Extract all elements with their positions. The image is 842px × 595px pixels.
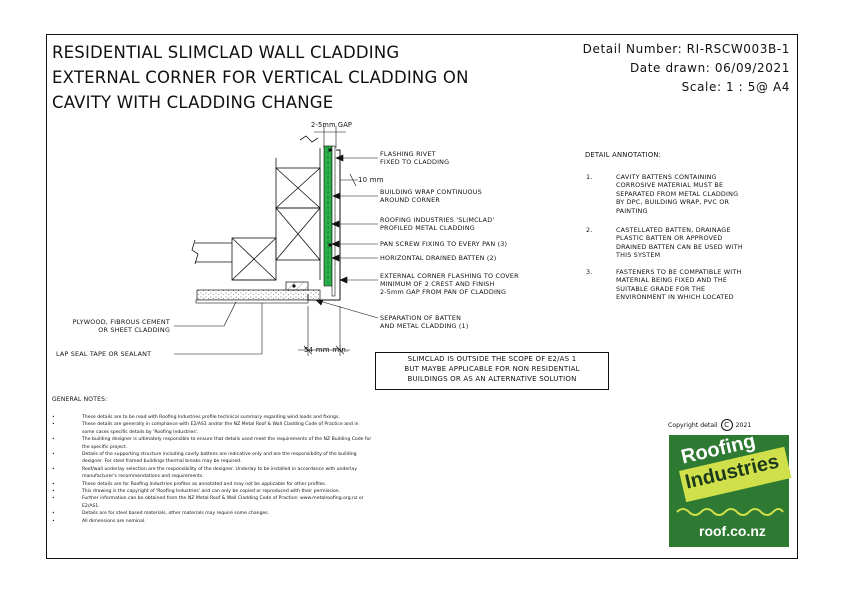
detail-number: Detail Number: RI-RSCW003B-1	[582, 42, 790, 56]
annotation-number: 1.	[586, 173, 593, 181]
scale: Scale: 1 : 5@ A4	[681, 80, 790, 94]
general-note: •These details are for Roofing Industrie…	[52, 481, 327, 487]
logo-url: roof.co.nz	[699, 523, 766, 539]
title-line-2: EXTERNAL CORNER FOR VERTICAL CLADDING ON	[52, 68, 469, 87]
separation-line-2: AND METAL CLADDING (1)	[380, 322, 469, 331]
general-note-text: All dimensions are nominal.	[82, 518, 146, 524]
framing-studs	[231, 167, 321, 281]
external-corner-line-1: EXTERNAL CORNER FLASHING TO COVER	[380, 272, 519, 280]
pan-screws	[292, 148, 332, 288]
pan-screw-label: PAN SCREW FIXING TO EVERY PAN (3)	[380, 240, 508, 248]
annotation-text: CAVITY BATTENS CONTAINING CORROSIVE MATE…	[616, 173, 739, 215]
external-corner-line-3: 2-5mm GAP FROM PAN OF CLADDING	[380, 288, 507, 297]
drained-batten-label: HORIZONTAL DRAINED BATTEN (2)	[380, 254, 497, 262]
general-note-text: The building designer is ultimately resp…	[82, 437, 372, 450]
external-corner-line-2: MINIMUM OF 2 CREST AND FINISH	[380, 280, 495, 289]
general-note: •Roof/wall underlay selection are the re…	[52, 466, 357, 480]
title-block-meta: Detail Number: RI-RSCW003B-1 Date drawn:…	[583, 40, 790, 97]
plywood-label: PLYWOOD, FIBROUS CEMENT OR SHEET CLADDIN…	[73, 318, 170, 334]
copyright-prefix: Copyright detail	[668, 421, 718, 429]
general-note: •The building designer is ultimately res…	[52, 437, 372, 450]
external-corner-label: EXTERNAL CORNER FLASHING TO COVER MINIMU…	[380, 272, 519, 297]
general-note: •These details are to be read with Roofi…	[52, 415, 340, 420]
annotation-text: CASTELLATED BATTEN, DRAINAGE PLASTIC BAT…	[616, 226, 743, 260]
general-note: •Further information can be obtained fro…	[52, 496, 364, 509]
scope-line-2: BUT MAYBE APPLICABLE FOR NON RESIDENTIAL	[404, 365, 580, 373]
general-note-text: These details are generally in complianc…	[82, 422, 359, 435]
separation-label: SEPARATION OF BATTEN AND METAL CLADDING …	[380, 314, 469, 330]
general-notes-list: •These details are to be read with Roofi…	[52, 414, 612, 525]
date-drawn: Date drawn: 06/09/2021	[629, 61, 790, 75]
general-note: •All dimensions are nominal.	[52, 518, 146, 524]
slimclad-line-2: PROFILED METAL CLADDING	[380, 224, 475, 233]
scope-line-1: SLIMCLAD IS OUTSIDE THE SCOPE OF E2/AS 1	[407, 355, 577, 363]
general-note: •Details are for steel based materials, …	[52, 511, 270, 517]
ten-mm-dimension	[340, 173, 358, 187]
sheet-cladding-base	[195, 281, 321, 304]
plywood-line-1: PLYWOOD, FIBROUS CEMENT	[72, 318, 170, 326]
title-line-1: RESIDENTIAL SLIMCLAD WALL CLADDING	[52, 43, 400, 62]
annotation-number: 3.	[586, 268, 593, 276]
slimclad-cladding	[323, 145, 336, 297]
scope-line-3: BUILDINGS OR AS AN ALTERNATIVE SOLUTION	[407, 375, 577, 383]
slimclad-line-1: ROOFING INDUSTRIES 'SLIMCLAD'	[380, 216, 495, 224]
flashing-rivet-line-2: FIXED TO CLADDING	[380, 158, 450, 167]
flashing-rivet-line-1: FLASHING RIVET	[380, 150, 436, 158]
general-note: •Details of the supporting structure inc…	[52, 452, 357, 465]
gap-dimension	[314, 126, 346, 148]
copyright-icon: C	[720, 419, 733, 431]
fiftyfour-label: 54 mm min.	[304, 346, 349, 354]
leader-lines	[174, 154, 379, 355]
detail-annotation-heading: DETAIL ANNOTATION:	[585, 151, 662, 159]
general-note-text: Further information can be obtained from…	[82, 496, 364, 509]
gap-label: 2-5mm GAP	[311, 121, 353, 129]
copyright-year: 2021	[735, 421, 752, 429]
slimclad-label: ROOFING INDUSTRIES 'SLIMCLAD' PROFILED M…	[380, 216, 494, 232]
lap-seal-label: LAP SEAL TAPE OR SEALANT	[56, 350, 152, 358]
title-line-3: CAVITY WITH CLADDING CHANGE	[52, 93, 334, 112]
flashing-rivet-label: FLASHING RIVET FIXED TO CLADDING	[380, 150, 449, 166]
roofing-industries-logo: Roofing Industries roof.co.nz	[669, 430, 792, 547]
copyright-line: Copyright detail C 2021	[668, 419, 751, 431]
general-note-text: These details are to be read with Roofin…	[82, 415, 340, 420]
annotation-text: FASTENERS TO BE COMPATIBLE WITH MATERIAL…	[616, 268, 742, 302]
building-wrap-line-1: BUILDING WRAP CONTINUOUS	[380, 188, 482, 196]
break-lines	[191, 135, 319, 265]
general-note: •This drawing is the copyright of 'Roofi…	[52, 489, 341, 495]
detail-title: RESIDENTIAL SLIMCLAD WALL CLADDING EXTER…	[52, 40, 469, 115]
building-wrap-line-2: AROUND CORNER	[380, 196, 441, 205]
drawing-sheet-border	[46, 34, 798, 559]
general-note-text: Details are for steel based materials, o…	[82, 511, 270, 517]
scope-notice-box: SLIMCLAD IS OUTSIDE THE SCOPE OF E2/AS 1…	[375, 352, 609, 390]
separation-line-1: SEPARATION OF BATTEN	[380, 314, 462, 322]
general-note-text: These details are for Roofing Industries…	[82, 481, 327, 487]
general-notes-heading: GENERAL NOTES:	[52, 396, 108, 403]
general-note-text: Roof/wall underlay selection are the res…	[82, 466, 357, 480]
general-note: •These details are generally in complian…	[52, 422, 359, 435]
general-note-text: Details of the supporting structure incl…	[82, 452, 357, 465]
plywood-line-2: OR SHEET CLADDING	[98, 326, 170, 335]
annotation-number: 2.	[586, 226, 593, 234]
logo-wave-icon	[676, 508, 784, 516]
general-note-text: This drawing is the copyright of 'Roofin…	[82, 489, 341, 495]
fiftyfour-dimension	[298, 306, 350, 356]
wall-lining	[195, 148, 321, 281]
building-wrap-label: BUILDING WRAP CONTINUOUS AROUND CORNER	[380, 188, 482, 204]
ten-mm-label: 10 mm	[358, 176, 384, 184]
